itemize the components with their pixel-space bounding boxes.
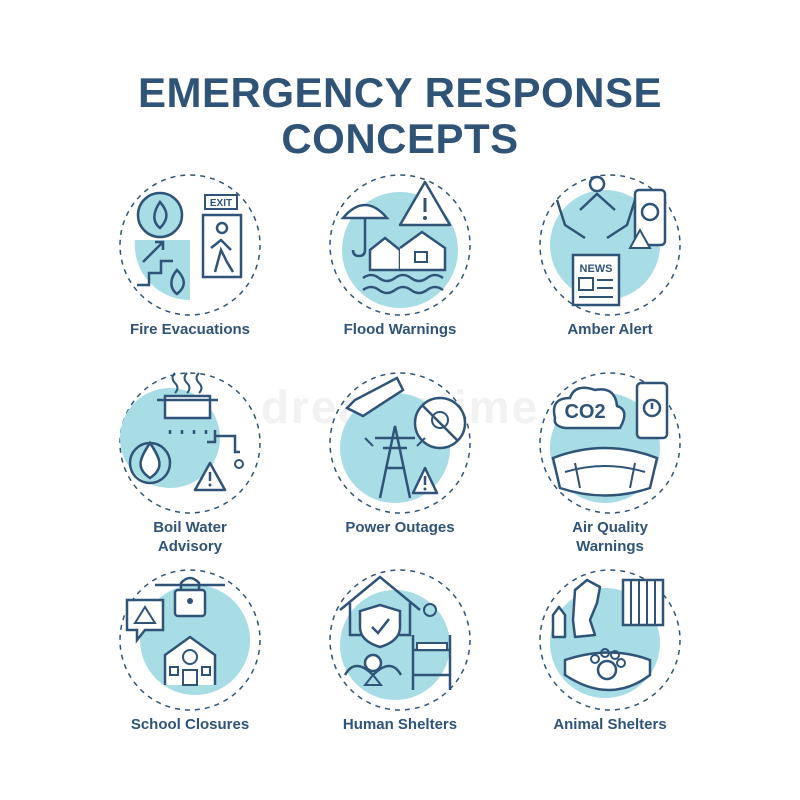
concept-label: Power Outages — [345, 519, 455, 536]
concept-label: Amber Alert — [567, 321, 653, 338]
flood-warning-icon — [325, 170, 475, 320]
amber-alert-icon: NEWS — [535, 170, 685, 320]
concept-label: Flood Warnings — [343, 321, 457, 338]
page-title-line-2: CONCEPTS — [281, 115, 519, 162]
power-outage-icon — [325, 368, 475, 518]
concept-label: Fire Evacuations — [129, 321, 251, 338]
concept-label: Animal Shelters — [553, 716, 667, 733]
page-title-line-1: EMERGENCY RESPONSE — [137, 69, 662, 116]
school-closure-icon — [115, 565, 265, 715]
svg-text:NEWS: NEWS — [580, 263, 613, 275]
concept-label: Human Shelters — [342, 716, 458, 733]
fire-evacuation-icon: EXIT — [115, 170, 265, 320]
air-quality-icon: CO2 — [535, 368, 685, 518]
animal-shelter-icon — [535, 565, 685, 715]
human-shelter-icon — [325, 565, 475, 715]
svg-text:CO2: CO2 — [564, 401, 605, 423]
boil-water-icon — [115, 368, 265, 518]
concept-label: School Closures — [130, 716, 250, 733]
svg-text:EXIT: EXIT — [210, 198, 232, 209]
